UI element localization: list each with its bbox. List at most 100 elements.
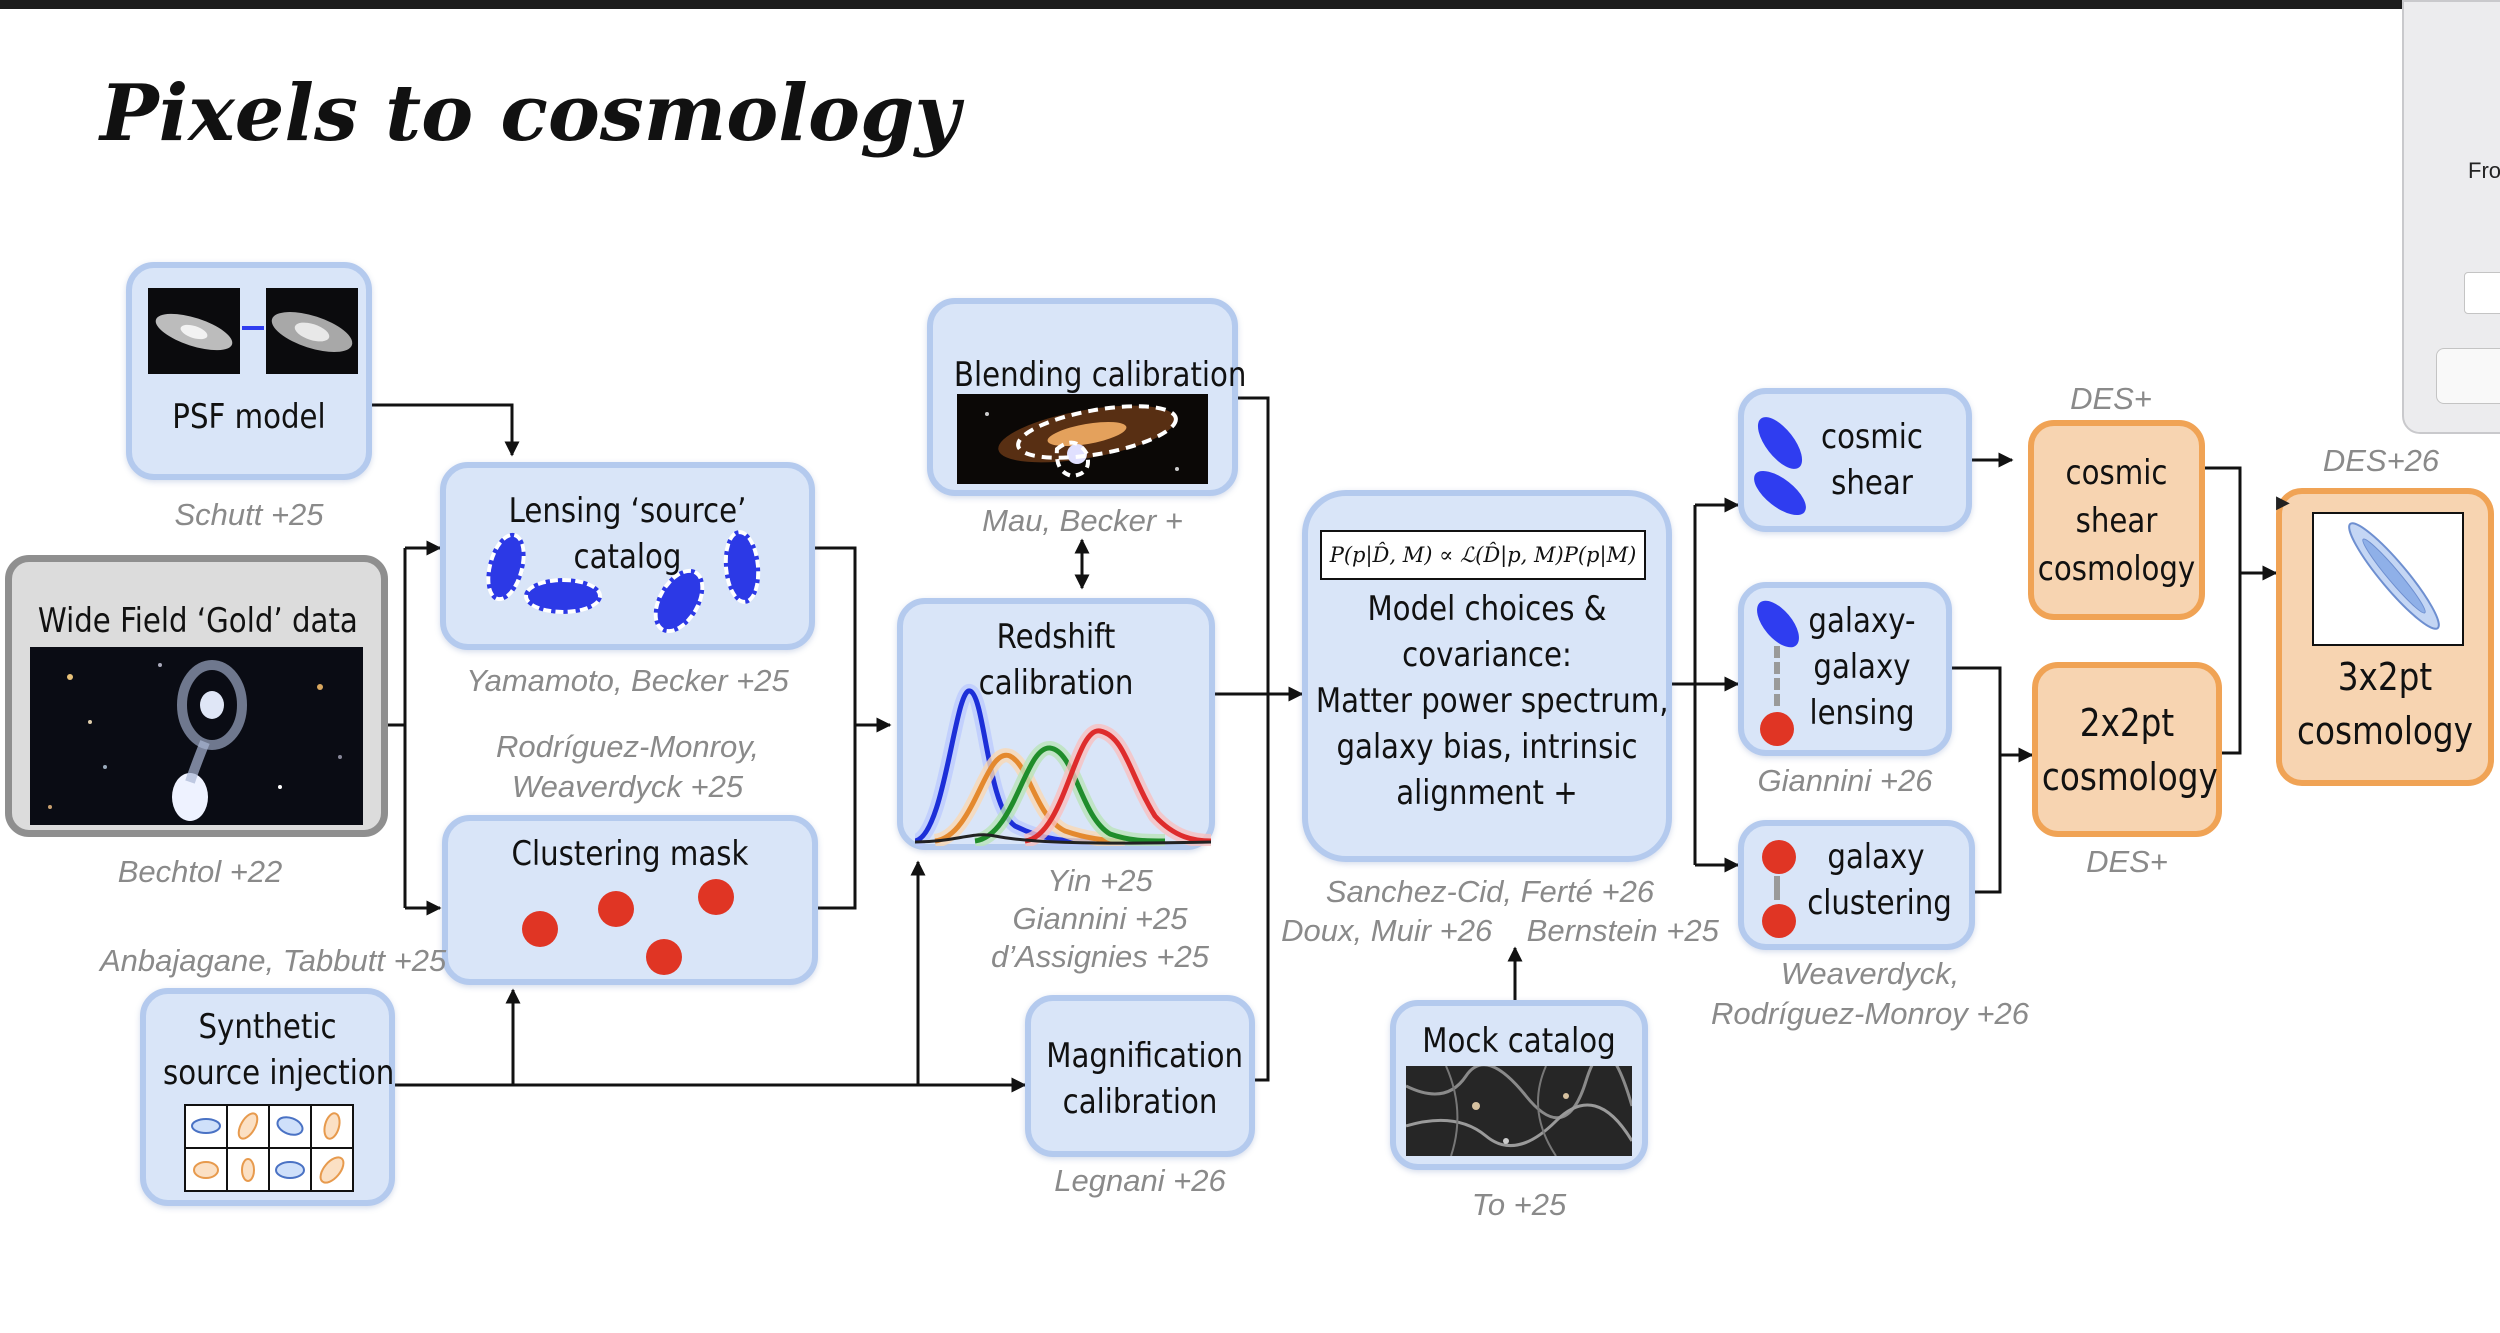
redshift-distributions-icon xyxy=(915,684,1211,846)
2x2pt-cosmology-box: 2x2pt cosmology xyxy=(2032,662,2222,837)
ggl-label-line3: lensing xyxy=(1809,693,1915,733)
galaxy-galaxy-lensing-box: galaxy- galaxy lensing xyxy=(1738,582,1952,756)
galaxy-dot xyxy=(1762,840,1796,874)
galaxy-image-right xyxy=(266,288,358,374)
clustering-citation-line2: Rodríguez-Monroy +26 xyxy=(1711,996,2029,1031)
window-top-bar xyxy=(0,0,2500,9)
clustering-mask-label: Clustering mask xyxy=(511,834,749,874)
cs-cosmology-label-line3: cosmology xyxy=(2037,549,2196,589)
3x2pt-label-line1: 3x2pt xyxy=(2337,655,2433,699)
magnification-calibration-box: Magnification calibration xyxy=(1025,995,1255,1157)
mouse-cursor-icon: ▶ xyxy=(2276,492,2290,512)
mock-citation: To +25 xyxy=(1471,1187,1567,1222)
blending-label: Blending calibration xyxy=(953,355,1247,395)
model-label-line1: Model choices & xyxy=(1367,589,1607,629)
mock-catalog-image xyxy=(1406,1066,1632,1156)
rodriguez-citation-line1: Rodríguez-Monroy, xyxy=(495,729,760,764)
cs-cosmology-label-line1: cosmic xyxy=(2065,453,2168,493)
blending-citation: Mau, Becker + xyxy=(982,503,1183,538)
dashed-link-icon xyxy=(1774,646,1780,706)
redshift-citation-line3: d’Assignies +25 xyxy=(991,939,1209,974)
elongated-galaxy-icon xyxy=(1746,462,1814,524)
mock-catalog-box: Mock catalog xyxy=(1390,1000,1648,1170)
synthetic-citation: Anbajagane, Tabbutt +25 xyxy=(100,943,447,978)
dashed-link-icon xyxy=(1774,876,1780,900)
rodriguez-citation-line2: Weaverdyck +25 xyxy=(511,769,744,804)
cosmic-shear-box: cosmic shear xyxy=(1738,388,1972,532)
clustering-label-line2: clustering xyxy=(1807,883,1952,923)
galaxy-icon xyxy=(155,313,233,351)
mock-catalog-label: Mock catalog xyxy=(1422,1021,1616,1061)
redshift-citation-line2: Giannini +25 xyxy=(1012,901,1188,936)
model-citation-line1: Sanchez-Cid, Ferté +26 xyxy=(1325,874,1655,909)
gold-sky-image xyxy=(30,647,363,825)
magnification-citation: Legnani +26 xyxy=(1054,1163,1226,1198)
model-label-line3: Matter power spectrum, xyxy=(1315,681,1669,721)
gold-data-box: Wide Field ‘Gold’ data xyxy=(5,555,388,837)
ggl-label-line1: galaxy- xyxy=(1808,601,1916,641)
redshift-label-line2: calibration xyxy=(978,663,1134,703)
lensing-citation: Yamamoto, Becker +25 xyxy=(466,663,789,698)
galaxy-dot xyxy=(1762,904,1796,938)
2x2pt-citation: DES+ xyxy=(2086,844,2168,879)
injection-grid-icon xyxy=(184,1104,354,1192)
cosmic-web-icon xyxy=(1406,1066,1632,1156)
blended-galaxies-icon xyxy=(985,404,1179,479)
elongated-galaxy-icon xyxy=(1749,409,1811,477)
cs-cosmology-label-line2: shear xyxy=(2075,501,2158,541)
lensing-catalog-label-line2: catalog xyxy=(573,537,682,577)
contour-plot-icon xyxy=(2312,512,2464,646)
blending-calibration-box: Blending calibration xyxy=(927,298,1247,496)
synthetic-injection-box: Synthetic source injection xyxy=(140,988,395,1206)
redshift-label-line1: Redshift xyxy=(996,617,1116,657)
3x2pt-label-line2: cosmology xyxy=(2297,709,2473,753)
mask-hole-dot xyxy=(598,891,634,927)
likelihood-formula: P(p|D̂, M) ∝ ℒ(D̂|p, M)P(p|M) xyxy=(1320,530,1646,580)
redshift-calibration-box: Redshift calibration xyxy=(897,598,1215,850)
side-panel-button[interactable] xyxy=(2436,348,2500,404)
clustering-citation-line1: Weaverdyck, xyxy=(1780,956,1960,991)
model-label-line4: galaxy bias, intrinsic xyxy=(1336,727,1638,767)
psf-citation: Schutt +25 xyxy=(174,497,324,532)
model-label-line5: alignment + xyxy=(1396,773,1578,813)
magnification-label-line2: calibration xyxy=(1062,1082,1218,1122)
synthetic-label-line1: Synthetic xyxy=(198,1007,337,1047)
3x2pt-cosmology-box: 3x2pt cosmology xyxy=(2276,488,2494,786)
lens-galaxy-dot xyxy=(1760,712,1794,746)
ggl-label-line2: galaxy xyxy=(1813,647,1911,687)
psf-arrow-icon xyxy=(242,326,264,330)
lensing-catalog-label-line1: Lensing ‘source’ xyxy=(508,491,747,531)
gold-data-label: Wide Field ‘Gold’ data xyxy=(37,601,358,641)
redshift-citation-line1: Yin +25 xyxy=(1047,863,1153,898)
clustering-mask-box: Clustering mask xyxy=(442,815,818,985)
synthetic-label-line2: source injection xyxy=(163,1053,395,1093)
galaxy-clustering-box: galaxy clustering xyxy=(1738,820,1975,950)
cs-cosmology-citation: DES+ xyxy=(2070,381,2152,416)
magnification-label-line1: Magnification xyxy=(1046,1036,1244,1076)
gold-citation: Bechtol +22 xyxy=(117,854,283,889)
2x2pt-label-line2: cosmology xyxy=(2041,755,2218,799)
lensing-source-catalog-box: Lensing ‘source’ catalog xyxy=(440,462,815,650)
model-label-line2: covariance: xyxy=(1402,635,1572,675)
3x2pt-citation: DES+26 xyxy=(2322,443,2440,478)
psf-model-label: PSF model xyxy=(172,397,326,437)
mask-hole-dot xyxy=(522,911,558,947)
model-covariance-box: P(p|D̂, M) ∝ ℒ(D̂|p, M)P(p|M) Model choi… xyxy=(1302,490,1672,862)
overlapping-window-panel[interactable]: Fro xyxy=(2402,0,2500,434)
2x2pt-label-line1: 2x2pt xyxy=(2079,701,2175,745)
mask-hole-dot xyxy=(698,879,734,915)
cosmic-shear-cosmology-box: cosmic shear cosmology xyxy=(2028,420,2205,620)
cosmic-shear-label-line2: shear xyxy=(1831,463,1913,503)
slide-title: Pixels to cosmology xyxy=(100,68,960,159)
mask-hole-dot xyxy=(646,939,682,975)
galaxy-image-left xyxy=(148,288,240,374)
cosmic-shear-label-line1: cosmic xyxy=(1821,417,1923,457)
psf-model-box: PSF model xyxy=(126,262,372,480)
clustering-label-line1: galaxy xyxy=(1827,837,1925,877)
ggl-citation: Giannini +26 xyxy=(1757,763,1933,798)
sky-galaxies-icon xyxy=(48,660,342,821)
side-panel-text: Fro xyxy=(2468,158,2500,183)
blending-image xyxy=(957,394,1208,484)
side-panel-field[interactable] xyxy=(2464,272,2500,314)
